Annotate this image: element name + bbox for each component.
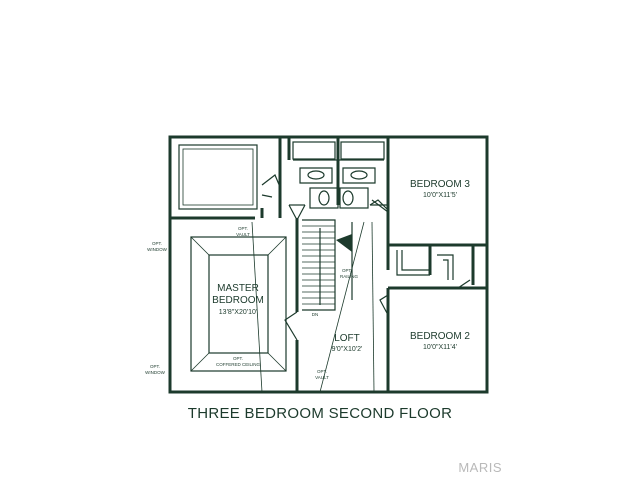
exterior-walls — [168, 135, 489, 394]
loft-dims: 9'0"X10'2' — [332, 346, 363, 353]
opt-railing-line2: RAILING — [340, 274, 359, 279]
hall-bathrooms — [287, 137, 390, 209]
opt-vault-bottom-line2: VAULT — [315, 375, 329, 380]
master-bedroom-label-1: MASTER — [217, 283, 259, 294]
bedroom-2-dims: 10'0"X11'4' — [423, 344, 457, 351]
closets — [386, 245, 487, 290]
option-notes: OPT. WINDOW OPT. WINDOW OPT. VAULT OPT. … — [145, 226, 358, 380]
loft-label: LOFT — [334, 333, 360, 344]
opt-coffered-line2: COFFERED CEILING — [216, 362, 261, 367]
master-bedroom: MASTER BEDROOM 13'8"X20'10' — [190, 221, 287, 393]
master-bedroom-dims: 13'8"X20'10' — [219, 309, 257, 316]
plan-caption: THREE BEDROOM SECOND FLOOR — [187, 405, 453, 422]
bath-door — [261, 174, 281, 198]
stair-down-label: DN — [312, 312, 319, 317]
bedroom-2: BEDROOM 2 10'0"X11'4' — [379, 288, 470, 392]
bath-door-swings — [288, 199, 389, 222]
opt-coffered-line1: OPT. — [233, 356, 243, 361]
master-hall-wall — [284, 218, 299, 392]
bedroom-2-label: BEDROOM 2 — [410, 331, 470, 342]
bedroom-3: BEDROOM 3 10'0"X11'5' — [371, 179, 487, 247]
master-bath — [170, 137, 282, 220]
opt-window-bottom-line2: WINDOW — [145, 370, 165, 375]
watermark: MARIS — [458, 460, 502, 475]
loft: LOFT 9'0"X10'2' — [319, 221, 375, 393]
bedroom-3-dims: 10'0"X11'5' — [423, 192, 457, 199]
opt-window-top-line1: OPT. — [152, 241, 162, 246]
opt-vault-bottom-line1: OPT. — [317, 369, 327, 374]
opt-window-top-line2: WINDOW — [147, 247, 167, 252]
opt-vault-top-line2: VAULT — [236, 232, 250, 237]
staircase: DN — [302, 219, 353, 317]
master-bedroom-label-2: BEDROOM — [212, 295, 264, 306]
bedroom-3-label: BEDROOM 3 — [410, 179, 470, 190]
opt-vault-top-line1: OPT. — [238, 226, 248, 231]
opt-railing-line1: OPT. — [342, 268, 352, 273]
opt-window-bottom-line1: OPT. — [150, 364, 160, 369]
